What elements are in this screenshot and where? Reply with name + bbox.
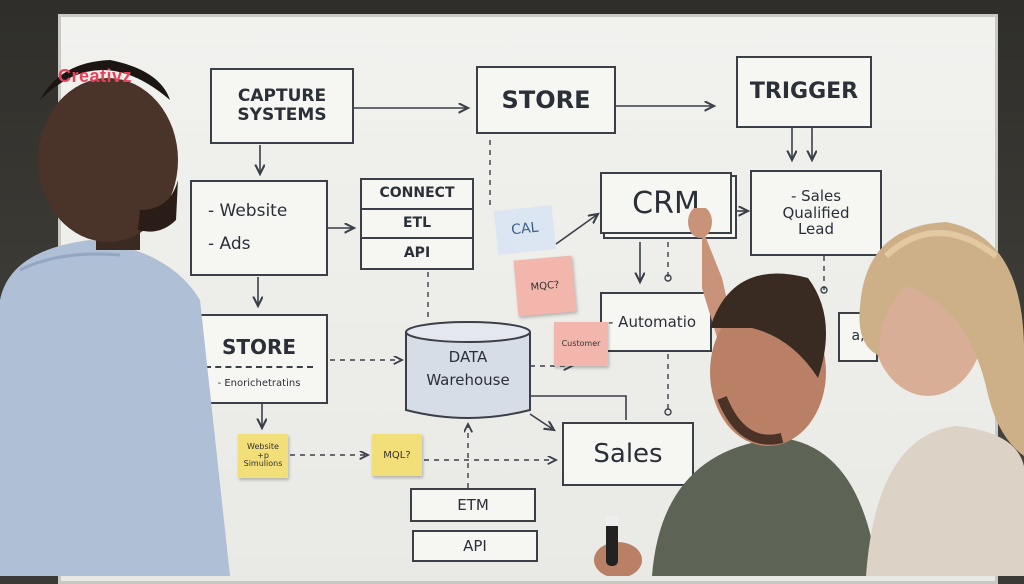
enrichment-label: - Enorichetratins <box>217 377 301 389</box>
etl-label: ETL <box>362 210 472 240</box>
api-mid-label: API <box>403 245 431 262</box>
automation-box: - Automatio <box>600 292 712 352</box>
cal-note: CAL <box>493 205 557 255</box>
store-bottom-label: STORE <box>205 330 313 368</box>
sales-box: Sales <box>562 422 694 486</box>
arrow-warehouse-to-sales <box>529 413 554 430</box>
etm-box: ETM <box>410 488 536 522</box>
source-ads: - Ads <box>208 234 251 254</box>
mql-sticky-note: MQL? <box>372 434 422 476</box>
arrow-cal-to-crm <box>555 214 598 245</box>
arrow-warehouse-to-sales-top <box>530 395 627 420</box>
data-warehouse-cylinder <box>405 321 531 419</box>
mqc-sticky-note: MQC? <box>513 255 577 317</box>
store-top-box: STORE <box>476 66 616 134</box>
person-middle <box>594 208 878 576</box>
customer-sticky-note: Customer <box>554 322 608 366</box>
website-sticky-note: Website +p Simulions <box>238 434 288 478</box>
person-right <box>859 222 1024 576</box>
trigger-box: TRIGGER <box>736 56 872 128</box>
api-bottom-box: API <box>412 530 538 562</box>
sales-qualified-lead-box: - Sales Qualified Lead <box>750 170 882 256</box>
source-website: - Website <box>208 201 288 222</box>
creativz-logo: Creativz <box>58 66 133 86</box>
connect-label: CONNECT <box>362 180 472 210</box>
store-enrichment-box: STORE - Enorichetratins <box>190 314 328 404</box>
person-left <box>0 60 230 576</box>
data-warehouse-label: DATA Warehouse <box>426 348 510 389</box>
capture-systems-box: CAPTURE SYSTEMS <box>210 68 354 144</box>
sources-box: - Website - Ads <box>190 180 328 276</box>
connect-etl-api-box: CONNECT ETL API <box>360 178 474 270</box>
